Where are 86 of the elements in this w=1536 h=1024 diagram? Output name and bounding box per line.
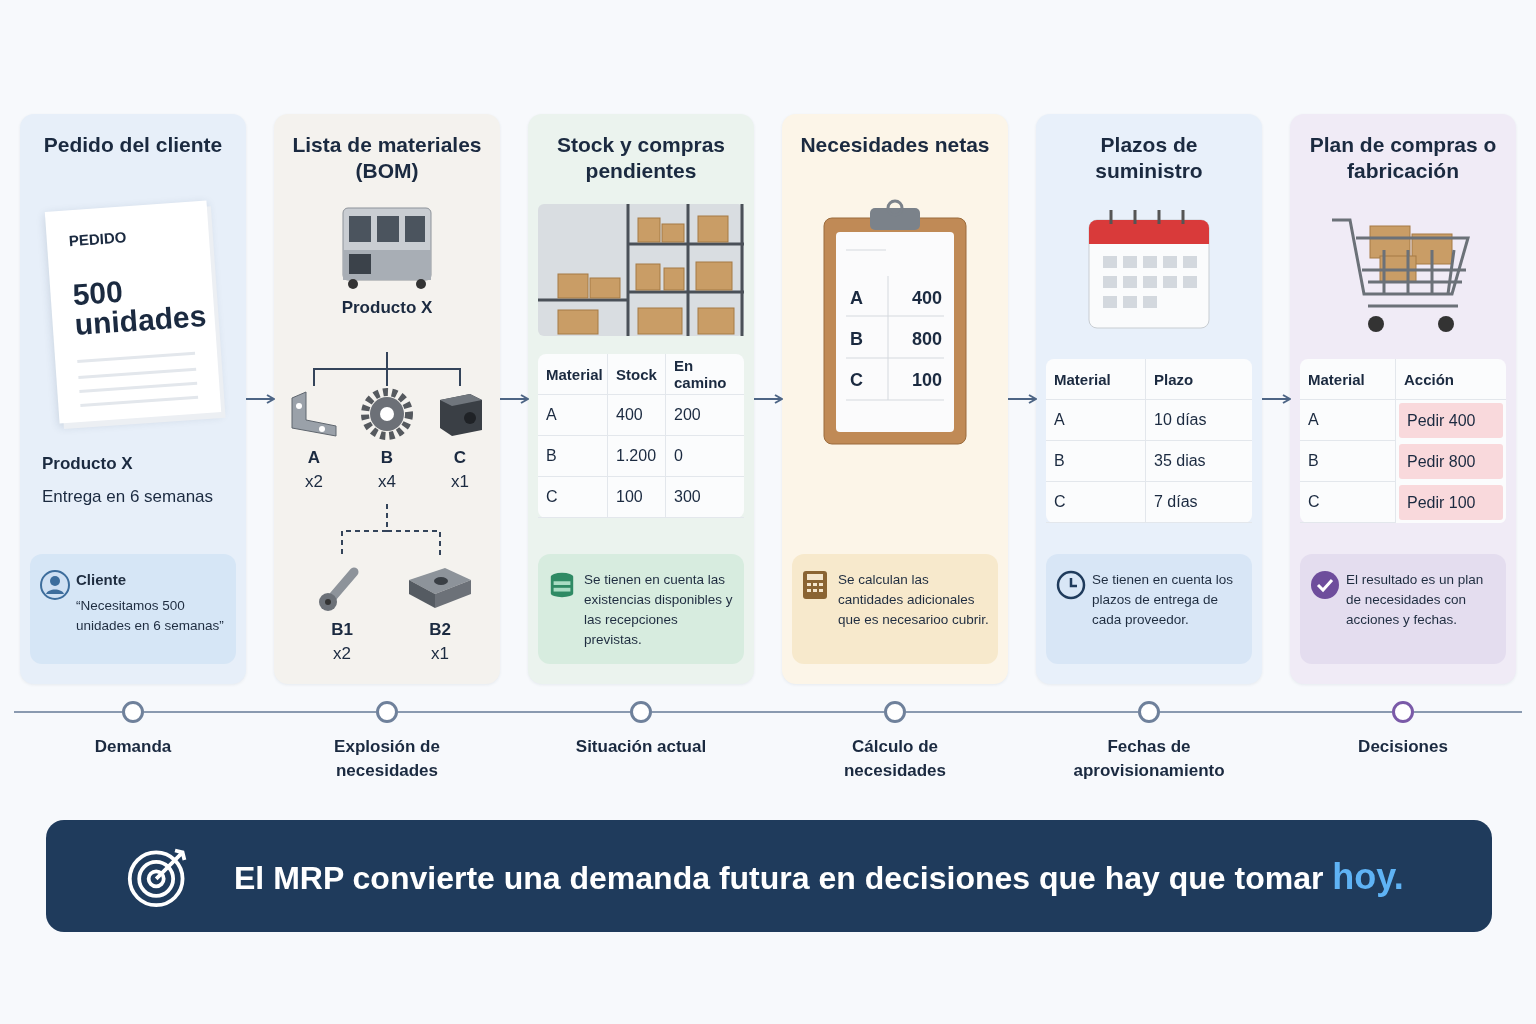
table-cell-text: 800: [911, 328, 944, 351]
step-heading: Stock y compras pendientes: [555, 132, 727, 184]
column-header: En camino: [666, 354, 744, 395]
step-panel: [528, 114, 754, 684]
table-cell: 10 días: [1146, 400, 1252, 441]
note-text: Se calculan las cantidades adicionales que es necesarioo cubrir.: [838, 571, 990, 629]
timeline-label: Explosión de necesidades: [333, 736, 441, 782]
timeline-label: Cálculo de necesidades: [842, 736, 948, 782]
note-card: [792, 554, 998, 664]
part-name: C: [452, 447, 468, 469]
timeline-line: [651, 711, 885, 713]
step-panel: [1290, 114, 1516, 684]
arrow: [245, 394, 275, 404]
note-text: “Necesitamos 500 unidades en 6 semanas”: [76, 597, 225, 635]
table-cell: 200: [666, 395, 744, 436]
step-heading: Plan de compras o fabricación: [1308, 132, 1498, 184]
quantity-text: 500 unidades: [71, 273, 206, 341]
step-heading: Plazos de suministro: [1094, 132, 1204, 184]
part-name: B2: [428, 619, 452, 641]
table-cell: B: [538, 436, 608, 477]
table-cell: A: [538, 395, 608, 436]
timeline-line: [905, 711, 1139, 713]
summary-banner: [46, 820, 1492, 932]
timeline-label: Demanda: [93, 736, 173, 758]
step-heading: Necesidades netas: [799, 132, 991, 158]
arrow: [499, 394, 529, 404]
column-header: Material: [538, 354, 608, 395]
table-cell: C: [538, 477, 608, 518]
table-cell: C: [1046, 482, 1146, 523]
table-cell-text: C: [849, 369, 864, 392]
note-text: Se tienen en cuenta las existencias disponibles y las recepciones previstas.: [584, 571, 734, 649]
arrow: [1261, 394, 1291, 404]
table-cell-text: 400: [911, 287, 944, 310]
step-panel: [1036, 114, 1262, 684]
column-header: Material: [1046, 359, 1146, 400]
step-heading: Pedido del cliente: [42, 132, 224, 158]
product-name: Producto X: [42, 454, 133, 474]
note-text: El resultado es un plan de necesidades con acciones y fechas.: [1346, 571, 1485, 629]
part-quantity: x2: [332, 643, 352, 665]
timeline-label: Situación actual: [574, 736, 708, 758]
column-header: Plazo: [1146, 359, 1252, 400]
arrow: [1007, 394, 1037, 404]
step-panel: [20, 114, 246, 684]
table-cell: B: [1046, 441, 1146, 482]
column-header: Stock: [608, 354, 666, 395]
note-title: Cliente: [76, 570, 127, 590]
table-cell: 7 días: [1146, 482, 1252, 523]
table-cell: 35 dias: [1146, 441, 1252, 482]
note-card: [1300, 554, 1506, 664]
part-name: A: [306, 447, 322, 469]
arrow: [753, 394, 783, 404]
document-heading: PEDIDO: [68, 228, 127, 250]
timeline-line: [1159, 711, 1393, 713]
timeline-label: Fechas de aprovisionamiento: [1072, 736, 1226, 782]
part-quantity: x1: [450, 471, 470, 493]
table-cell-text: A: [849, 287, 864, 310]
note-card: [1046, 554, 1252, 664]
timeline-label: Decisiones: [1357, 736, 1449, 758]
delivery-text: Entrega en 6 semanas: [42, 487, 214, 507]
part-name: B: [379, 447, 395, 469]
part-name: Producto X: [340, 297, 434, 319]
table-cell-text: 100: [911, 369, 944, 392]
table-cell: 0: [666, 436, 744, 477]
note-card: [30, 554, 236, 664]
part-quantity: x1: [430, 643, 450, 665]
step-panel: [274, 114, 500, 684]
timeline-line: [143, 711, 377, 713]
note-text: Se tienen en cuenta los plazos de entrega de cada proveedor.: [1092, 571, 1235, 629]
step-heading: Lista de materiales (BOM): [291, 132, 483, 184]
table-cell: 300: [666, 477, 744, 518]
summary-text: El MRP convierte una demanda futura en decisiones que hay que tomar hoy.: [234, 856, 1404, 898]
column-header: Material: [1300, 359, 1396, 400]
timeline-line: [397, 711, 631, 713]
part-quantity: x2: [304, 471, 324, 493]
table-cell: 400: [608, 395, 666, 436]
table-cell: A: [1046, 400, 1146, 441]
table-cell-text: B: [849, 328, 864, 351]
note-card: [538, 554, 744, 664]
part-quantity: x4: [377, 471, 397, 493]
action-badge: Pedir 800: [1396, 441, 1506, 482]
action-badge: Pedir 400: [1396, 400, 1506, 441]
step-panel: [782, 114, 1008, 684]
table-cell: 1.200: [608, 436, 666, 477]
action-badge: Pedir 100: [1396, 482, 1506, 523]
part-name: B1: [330, 619, 354, 641]
table-cell: 100: [608, 477, 666, 518]
